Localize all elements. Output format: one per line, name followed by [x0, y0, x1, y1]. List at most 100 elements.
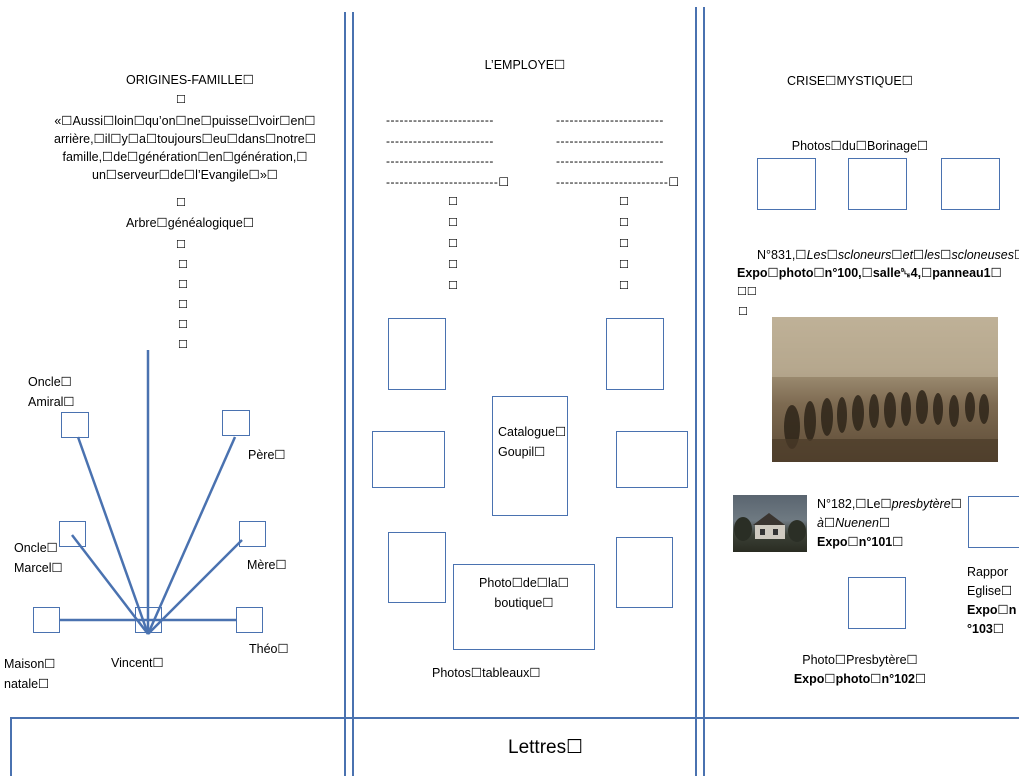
- tree-title: Arbre☐généalogique☐: [125, 216, 255, 230]
- employee-mark: ☐: [619, 238, 629, 250]
- photo-frame: [388, 318, 446, 390]
- borinage-label: Photos☐du☐Borinage☐: [791, 139, 929, 153]
- dash-line: ------------------------: [386, 154, 494, 168]
- crisis-mark: ☐: [738, 306, 748, 318]
- item-182-line1: N°182,☐Le☐presbytère☐: [817, 495, 962, 514]
- crisis-title: CRISE☐MYSTIQUE☐: [787, 74, 913, 88]
- painting-figures: [772, 317, 998, 462]
- origins-mark: ☐: [176, 94, 186, 106]
- label-theo: Théo☐: [249, 642, 289, 656]
- item-182-title: presbytère☐: [891, 497, 962, 511]
- origins-mark: ☐: [176, 197, 186, 209]
- quote-line: arrière,☐il☐y☐a☐toujours☐eu☐dans☐notre☐: [54, 132, 316, 146]
- employee-mark: ☐: [619, 217, 629, 229]
- origins-quote: «☐Aussi☐loin☐qu’on☐ne☐puisse☐voir☐en☐ ar…: [20, 112, 350, 184]
- label-line: Eglise☐: [967, 584, 1013, 598]
- label-line: boutique☐: [494, 596, 554, 610]
- box-oncle-marcel: [59, 521, 86, 547]
- employee-mark: ☐: [448, 259, 458, 271]
- origins-mark: ☐: [178, 279, 188, 291]
- item-182-line3: Expo☐n°101☐: [817, 533, 962, 552]
- box-maison-natale: [33, 607, 60, 633]
- label-line: °103☐: [967, 620, 1016, 639]
- origins-mark: ☐: [178, 299, 188, 311]
- item-831-marks: ☐☐: [737, 286, 757, 298]
- dash-line: ------------------------: [386, 113, 494, 127]
- label-oncle-amiral: Oncle☐ Amiral☐: [28, 372, 75, 412]
- employee-mark: ☐: [448, 238, 458, 250]
- painting-presbytere-thumb: [733, 495, 807, 552]
- label-line: Oncle☐: [28, 375, 72, 389]
- item-831-expo: Expo☐photo☐n°100,☐salle␐4,☐panneau1☐: [737, 264, 1002, 282]
- presbytere-house: [734, 513, 806, 542]
- label-line: Photo☐de☐la☐: [479, 576, 569, 590]
- label-line: Photo☐Presbytère☐: [802, 653, 918, 667]
- label-line: Marcel☐: [14, 561, 63, 575]
- lettres-band: [10, 717, 1019, 776]
- dash-line: ------------------------: [386, 133, 494, 148]
- dash-column-right: ------------------------ ---------------…: [556, 114, 680, 188]
- painting-scloneurs-image: [772, 317, 998, 462]
- dash-line: -------------------------☐: [386, 174, 510, 189]
- label-line: Expo☐photo☐n°102☐: [770, 670, 950, 689]
- dash-line: ------------------------: [556, 113, 664, 127]
- label-line: Rappor: [967, 565, 1008, 579]
- boutique-label: Photo☐de☐la☐ boutique☐: [454, 573, 594, 613]
- employee-mark: ☐: [448, 280, 458, 292]
- label-line: Oncle☐: [14, 541, 58, 555]
- employee-title: L’EMPLOYE☐: [484, 58, 566, 72]
- rapport-label: Rappor Eglise☐ Expo☐n °103☐: [967, 563, 1016, 639]
- box-oncle-amiral: [61, 412, 89, 438]
- employee-mark: ☐: [619, 259, 629, 271]
- quote-line: «☐Aussi☐loin☐qu’on☐ne☐puisse☐voir☐en☐: [54, 114, 316, 128]
- quote-line: un☐serveur☐de☐l’Evangile☐»☐: [92, 168, 278, 182]
- box-vincent: [135, 607, 162, 633]
- label-line: Catalogue☐: [498, 425, 567, 439]
- item-182-title: à☐Nuenen☐: [817, 516, 891, 530]
- dash-column-left: ------------------------ ---------------…: [386, 114, 510, 188]
- expo-text: Expo☐photo☐n°102☐: [793, 672, 927, 686]
- box-theo: [236, 607, 263, 633]
- photo-frame: [616, 431, 688, 488]
- catalogue-label: Catalogue☐ Goupil☐: [498, 422, 566, 462]
- item-182-line2: à☐Nuenen☐: [817, 514, 962, 533]
- item-182-number: N°182,☐Le☐: [817, 497, 892, 511]
- presbytere-photo-frame: [848, 577, 906, 629]
- label-line: Expo☐n: [967, 601, 1016, 620]
- expo-text: Expo☐n: [967, 603, 1017, 617]
- item-831-title: Les☐scloneurs☐et☐les☐scloneuses☐: [806, 248, 1019, 262]
- employee-mark: ☐: [448, 196, 458, 208]
- origins-mark: ☐: [176, 239, 186, 251]
- box-pere: [222, 410, 250, 436]
- box-mere: [239, 521, 266, 547]
- label-vincent: Vincent☐: [111, 656, 164, 670]
- item-182-heading: N°182,☐Le☐presbytère☐ à☐Nuenen☐ Expo☐n°1…: [817, 495, 962, 552]
- label-mere: Mère☐: [247, 558, 287, 572]
- employee-mark: ☐: [619, 196, 629, 208]
- dash-line: ------------------------: [556, 154, 664, 168]
- origins-mark: ☐: [178, 319, 188, 331]
- borinage-photo-frame: [941, 158, 1000, 210]
- column-divider-right: [695, 7, 705, 776]
- origins-mark: ☐: [178, 339, 188, 351]
- employee-mark: ☐: [448, 217, 458, 229]
- origins-mark: ☐: [178, 259, 188, 271]
- origins-title: ORIGINES-FAMILLE☐: [126, 73, 254, 87]
- item-831-heading: N°831,☐Les☐scloneurs☐et☐les☐scloneuses☐: [757, 246, 1019, 264]
- quote-line: famille,☐de☐génération☐en☐génération,☐: [62, 150, 308, 164]
- expo-text: Expo☐n°101☐: [817, 535, 904, 549]
- photo-frame: [606, 318, 664, 390]
- photo-frame: [388, 532, 446, 603]
- dash-line: -------------------------☐: [556, 174, 680, 189]
- photo-frame: [372, 431, 445, 488]
- photo-frame: [616, 537, 673, 608]
- item-831-number: N°831,☐: [757, 248, 807, 262]
- label-line: natale☐: [4, 677, 50, 691]
- employee-mark: ☐: [619, 280, 629, 292]
- expo-text: Expo☐photo☐n°100,☐salle␐4,☐panneau1☐: [737, 266, 1002, 280]
- dash-line: ------------------------: [556, 133, 664, 148]
- borinage-photo-frame: [757, 158, 816, 210]
- lettres-label: Lettres☐: [508, 737, 584, 758]
- label-pere: Père☐: [248, 448, 286, 462]
- catalogue-goupil-box: Catalogue☐ Goupil☐: [492, 396, 568, 516]
